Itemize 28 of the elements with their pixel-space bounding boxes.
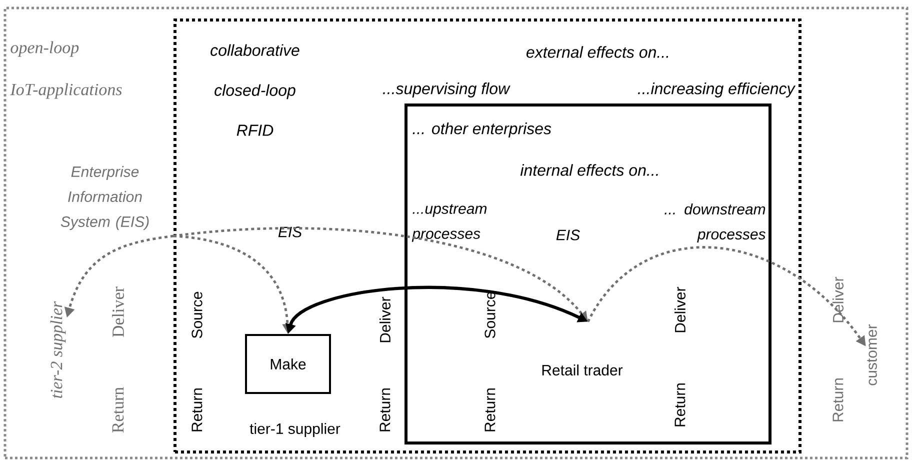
process-label: Return (674, 383, 686, 426)
note: ...upstream processes (412, 204, 487, 242)
process-box: Make (245, 334, 331, 394)
tier-label: customer (867, 324, 877, 386)
process-label: Deliver (674, 286, 686, 332)
process-label: Return (484, 388, 496, 432)
annotation: Enterprise Information System (EIS) (60, 166, 149, 230)
heading: collaborative closed-loop RFID (210, 44, 300, 136)
heading: open-loop IoT-applications (10, 41, 122, 99)
note: EIS (556, 230, 580, 240)
heading: external effects on... (526, 46, 668, 58)
process-label: Source (484, 292, 496, 338)
tier-label: tier-2 supplier (50, 301, 66, 398)
process-label: Return (112, 387, 124, 433)
heading: ...supervising flow (383, 82, 510, 98)
process-label: Return (192, 388, 202, 432)
tier-label: tier-1 supplier (250, 423, 340, 437)
name-label: Retail trader (542, 364, 623, 376)
process-label: Deliver (832, 276, 844, 322)
heading: ... other enterprises (412, 122, 552, 138)
process-label: Source (192, 292, 202, 338)
process-label: Return (380, 388, 390, 432)
note: ... downstream processes (664, 204, 766, 242)
process-label: Deliver (380, 296, 390, 342)
process-label: Return (832, 378, 844, 422)
heading: internal effects on... (520, 164, 658, 176)
heading: ...increasing efficiency (638, 82, 796, 98)
process-label: Deliver (112, 286, 124, 337)
